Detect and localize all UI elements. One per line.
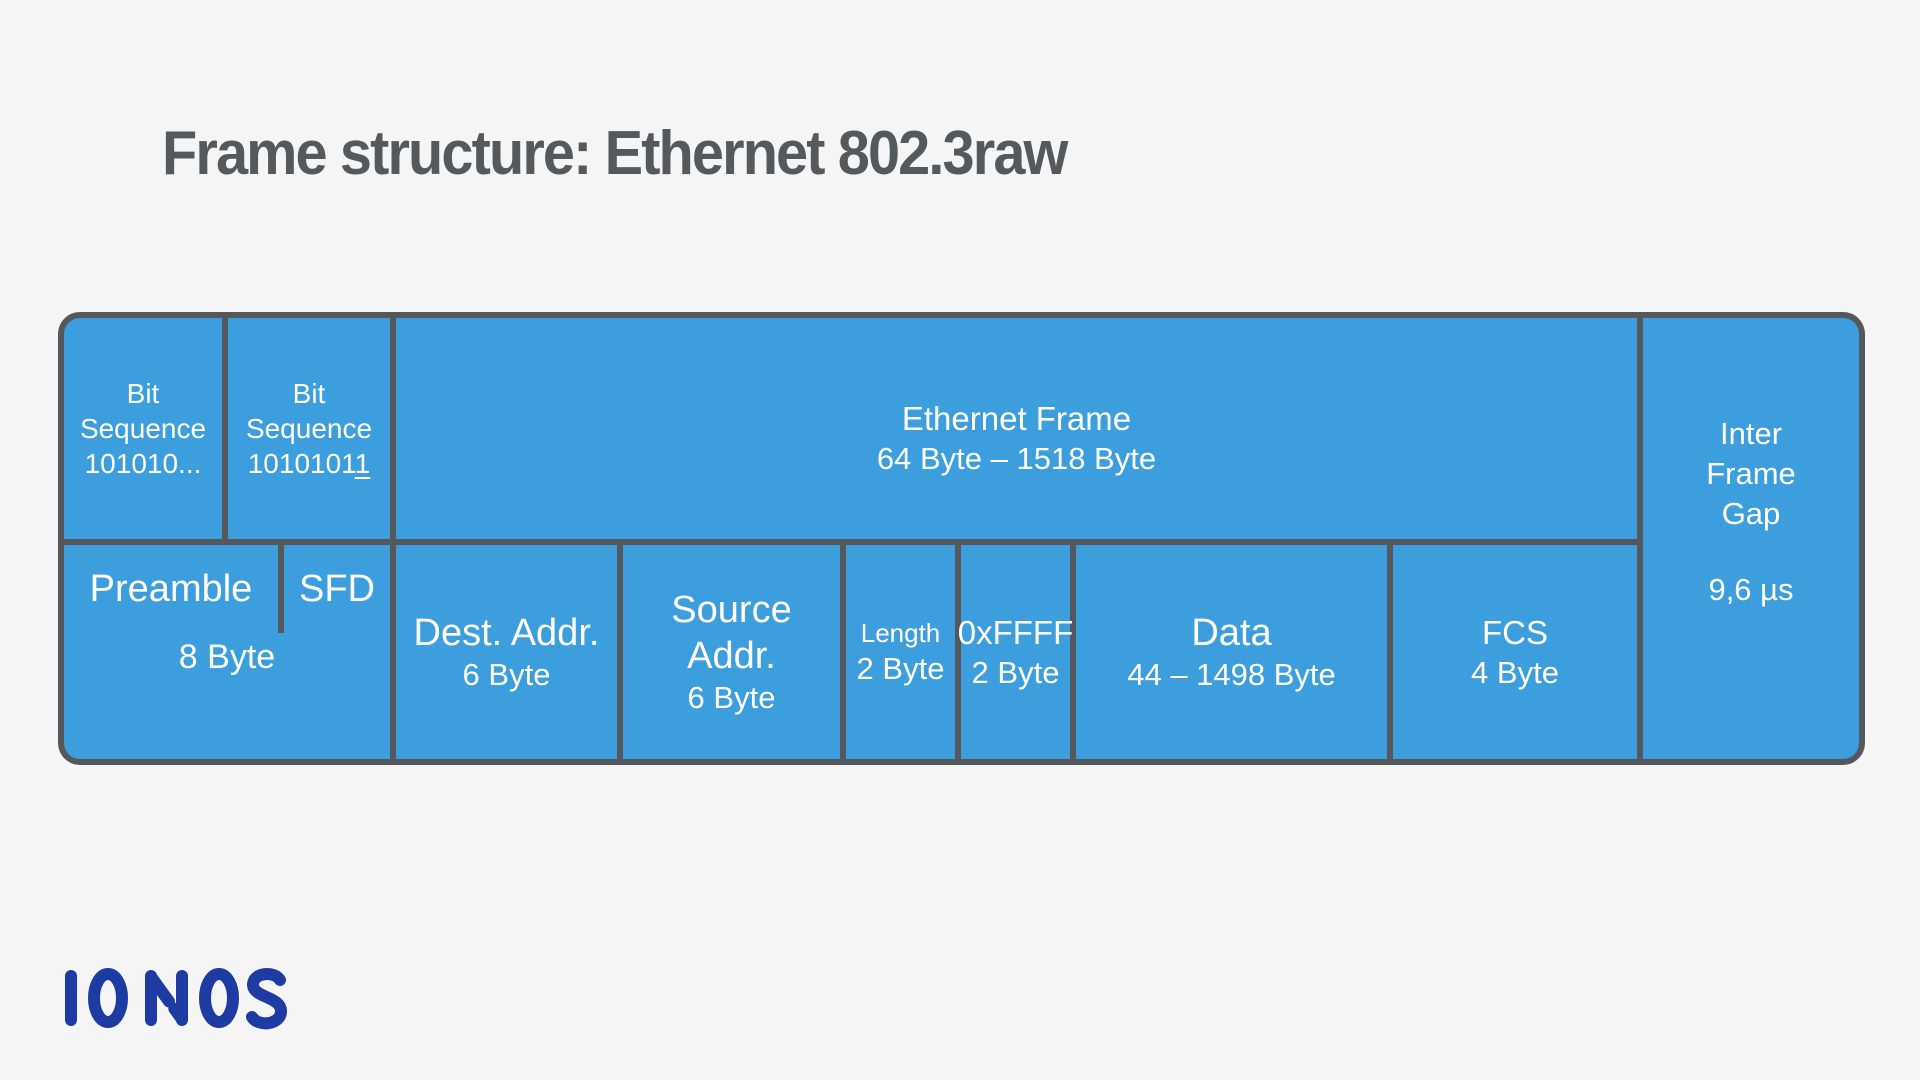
bit-sequence-1-value: 101010...: [84, 448, 202, 479]
ethernet-frame-diagram: Bit Sequence 101010... Bit Sequence 1010…: [58, 312, 1865, 765]
field-data: Data 44 – 1498 Byte: [1076, 545, 1387, 759]
data-size: 44 – 1498 Byte: [1127, 657, 1336, 692]
bit-sequence-2-value-main: 1010101: [247, 448, 355, 479]
bit-sequence-1-line2: Sequence: [79, 413, 207, 444]
dest-addr-size: 6 Byte: [462, 657, 551, 692]
field-inter-frame-gap: Inter Frame Gap 9,6 µs: [1643, 318, 1859, 759]
bit-sequence-2-line2: Sequence: [245, 413, 373, 444]
ionos-logo: [64, 966, 290, 1030]
bit-sequence-2-value-underlined-bit: 1: [354, 448, 371, 479]
fcs-size: 4 Byte: [1471, 655, 1559, 690]
bit-sequence-1-line1: Bit: [126, 378, 160, 409]
source-addr-size: 6 Byte: [687, 680, 776, 715]
field-source-addr: Source Addr. 6 Byte: [623, 545, 840, 759]
ethernet-frame-label: Ethernet Frame: [901, 399, 1132, 437]
field-type-0xffff: 0xFFFF 2 Byte: [957, 545, 1074, 759]
preamble-sfd-divider: [278, 545, 284, 633]
ionos-logo-letters: [65, 968, 287, 1030]
inter-frame-gap-line3: Gap: [1721, 496, 1781, 531]
field-length: Length 2 Byte: [846, 545, 955, 759]
field-preamble-sfd: Preamble SFD 8 Byte: [64, 545, 390, 759]
length-size: 2 Byte: [856, 651, 945, 686]
bit-sequence-2-value: 10101011: [248, 446, 371, 481]
preamble-label: Preamble: [89, 568, 253, 610]
field-ethernet-frame: Ethernet Frame 64 Byte – 1518 Byte: [396, 318, 1637, 539]
fcs-label: FCS: [1482, 614, 1548, 651]
inter-frame-gap-value: 9,6 µs: [1708, 572, 1794, 607]
inter-frame-gap-line2: Frame: [1706, 456, 1796, 491]
source-addr-label: Source Addr.: [671, 589, 792, 677]
ethernet-frame-size: 64 Byte – 1518 Byte: [876, 440, 1157, 476]
field-dest-addr: Dest. Addr. 6 Byte: [396, 545, 617, 759]
length-label: Length: [860, 618, 941, 648]
preamble-sfd-size: 8 Byte: [178, 638, 276, 676]
inter-frame-gap-line1: Inter: [1719, 416, 1783, 451]
sfd-label: SFD: [299, 568, 375, 610]
page-title: Frame structure: Ethernet 802.3raw: [162, 119, 1068, 188]
type-0xffff-size: 2 Byte: [971, 655, 1060, 690]
bit-sequence-2-line1: Bit: [292, 378, 326, 409]
type-0xffff-label: 0xFFFF: [957, 614, 1074, 651]
data-label: Data: [1191, 612, 1272, 654]
dest-addr-label: Dest. Addr.: [413, 612, 600, 654]
field-fcs: FCS 4 Byte: [1393, 545, 1637, 759]
field-bit-sequence-1: Bit Sequence 101010...: [64, 318, 222, 539]
field-bit-sequence-2: Bit Sequence 10101011: [228, 318, 390, 539]
